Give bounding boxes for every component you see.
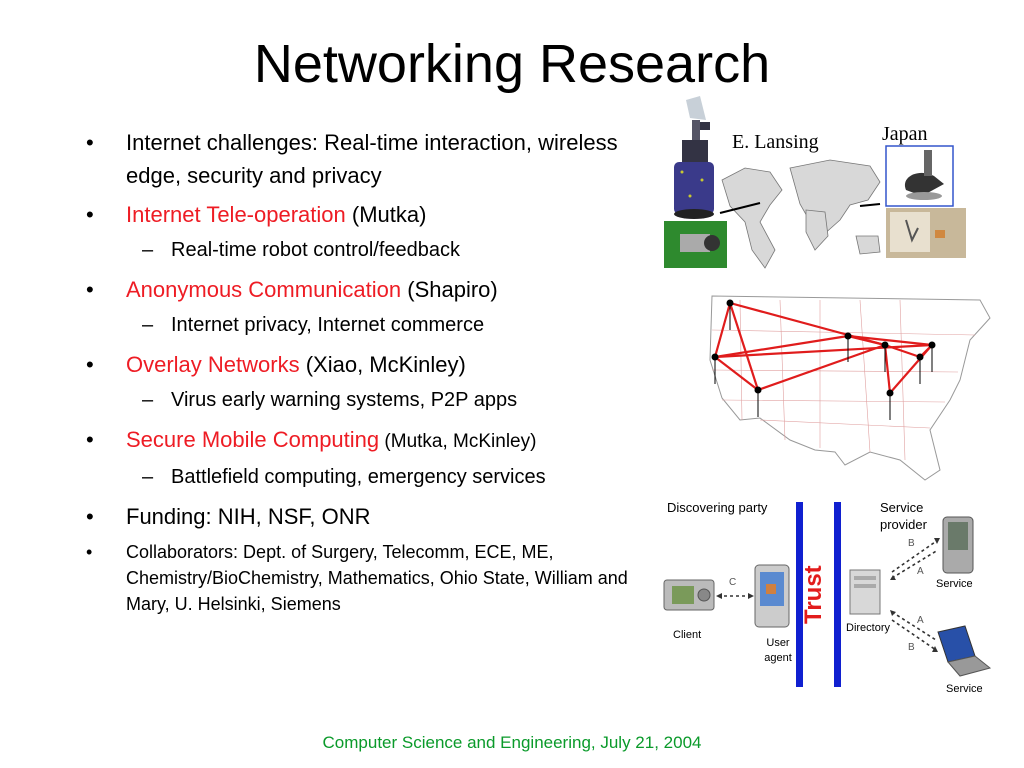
- world-map-image: [712, 159, 887, 270]
- sub-bullet-text: Virus early warning systems, P2P apps: [171, 389, 518, 411]
- sub-bullet-text: Internet privacy, Internet commerce: [171, 314, 485, 336]
- bullet-people: (Xiao, McKinley): [299, 352, 466, 377]
- bullet-topic: Anonymous Communication: [126, 277, 402, 302]
- label-service-provider: Service provider: [880, 500, 927, 532]
- sub-bullet-text: Real-time robot control/feedback: [171, 239, 461, 261]
- sub-bullet-virus-warning: Virus early warning systems, P2P apps: [86, 387, 676, 413]
- bullet-list: Internet challenges: Real-time interacti…: [86, 126, 676, 623]
- haptic-device-photo: [885, 145, 954, 207]
- palm-device-icon: [942, 516, 974, 574]
- label-user-agent: User agent: [764, 637, 792, 664]
- label-directory: Directory: [846, 622, 891, 634]
- gripper-photo: [664, 221, 727, 268]
- label-japan: Japan: [882, 123, 928, 145]
- bullet-collaborators: Collaborators: Dept. of Surgery, Telecom…: [86, 539, 676, 617]
- trust-diagram: [663, 502, 992, 687]
- lab-photo: [886, 208, 966, 258]
- trust-bar-right: [834, 502, 841, 687]
- label-trust: Trust: [800, 565, 827, 625]
- bullet-people: (Mutka): [345, 202, 427, 227]
- robot-photo: [674, 96, 714, 219]
- label-client: Client: [673, 629, 702, 641]
- bullet-text: Funding: NIH, NSF, ONR: [126, 504, 371, 529]
- sub-bullet-privacy: Internet privacy, Internet commerce: [86, 312, 676, 338]
- edge-label-a-bottom: A: [917, 615, 924, 626]
- bullet-overlay-networks: Overlay Networks (Xiao, McKinley): [86, 348, 676, 381]
- edge-label-b-top: B: [908, 538, 915, 549]
- label-service-bottom: Service: [946, 683, 983, 695]
- edge-label-a-top: A: [917, 566, 924, 577]
- bullet-text: Collaborators: Dept. of Surgery, Telecom…: [126, 542, 628, 614]
- sub-bullet-robot-control: Real-time robot control/feedback: [86, 237, 676, 263]
- label-east-lansing: E. Lansing: [732, 131, 819, 153]
- bullet-teleoperation: Internet Tele-operation (Mutka): [86, 198, 676, 231]
- bullet-topic: Secure Mobile Computing: [126, 427, 380, 452]
- overlay-network: [711, 299, 936, 420]
- server-icon: [849, 569, 881, 615]
- laptop-icon: [937, 625, 992, 677]
- connector-line: [859, 203, 881, 207]
- bullet-text: Internet challenges: Real-time interacti…: [126, 130, 618, 188]
- sub-bullet-text: Battlefield computing, emergency service…: [171, 466, 546, 488]
- edge-label-b-bottom: B: [908, 642, 915, 653]
- connector-line: [719, 202, 761, 214]
- label-discovering-party: Discovering party: [667, 500, 768, 515]
- label-service-top: Service: [936, 578, 973, 590]
- bullet-topic: Overlay Networks: [126, 352, 300, 377]
- trust-bar-left: [796, 502, 803, 687]
- bullet-internet-challenges: Internet challenges: Real-time interacti…: [86, 126, 676, 192]
- sub-bullet-battlefield: Battlefield computing, emergency service…: [86, 464, 676, 490]
- slide-footer: Computer Science and Engineering, July 2…: [322, 733, 702, 752]
- bullet-topic: Internet Tele-operation: [126, 202, 346, 227]
- bullet-anonymous-communication: Anonymous Communication (Shapiro): [86, 273, 676, 306]
- bullet-people: (Mutka, McKinley): [379, 431, 537, 452]
- slide-title: Networking Research: [253, 34, 771, 94]
- pda-icon: [754, 564, 790, 628]
- bullet-funding: Funding: NIH, NSF, ONR: [86, 500, 676, 533]
- edge-label-c: C: [729, 577, 737, 588]
- camera-icon: [663, 579, 715, 611]
- bullet-secure-mobile: Secure Mobile Computing (Mutka, McKinley…: [86, 423, 676, 458]
- us-map-outline: [709, 295, 991, 481]
- bullet-people: (Shapiro): [401, 277, 498, 302]
